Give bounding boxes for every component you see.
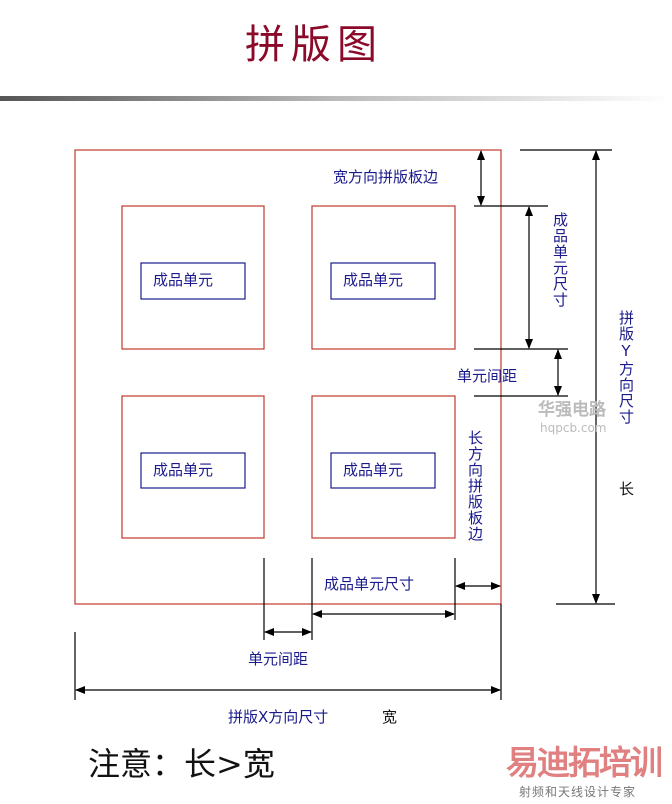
unit-spacing-right-label: 单元间距 [457,367,518,385]
unit-label: 成品单元 [343,271,404,289]
length-margin-label: 长方向拼版板边 [466,430,484,542]
unit-size-horizontal-label: 成品单元尺寸 [324,575,415,593]
unit-label-box [330,452,436,489]
unit-outline [311,395,456,539]
unit-size-vertical-label: 成品单元尺寸 [551,212,569,308]
panel-y-size-label: 拼版Y方向尺寸 [617,310,635,425]
unit-label: 成品单元 [153,461,214,479]
unit-label: 成品单元 [343,461,404,479]
unit-label-box [330,262,436,300]
edatop-logo: 易迪拓培训 [506,743,663,782]
edatop-slogan: 射频和天线设计专家 [519,785,637,799]
unit-label-box [140,452,246,489]
hqpcb-watermark-url: hqpcb.com [540,421,607,435]
panel-x-size-label: 拼版X方向尺寸 [228,708,329,726]
panel-outline [74,149,502,605]
title-divider [0,96,672,101]
page-title: 拼版图 [245,22,383,68]
unit-outline [121,395,265,539]
unit-spacing-bottom-label: 单元间距 [248,650,309,668]
unit-label-box [140,262,246,300]
wide-label: 宽 [382,708,398,726]
width-margin-label: 宽方向拼版板边 [333,168,439,186]
unit-outline [121,205,265,350]
unit-outline [311,205,456,350]
note-text: 注意：长>宽 [88,745,275,783]
unit-label: 成品单元 [153,271,214,289]
extension-lines [74,149,615,700]
hqpcb-watermark: 华强电路 [538,400,606,420]
long-label: 长 [619,480,635,498]
